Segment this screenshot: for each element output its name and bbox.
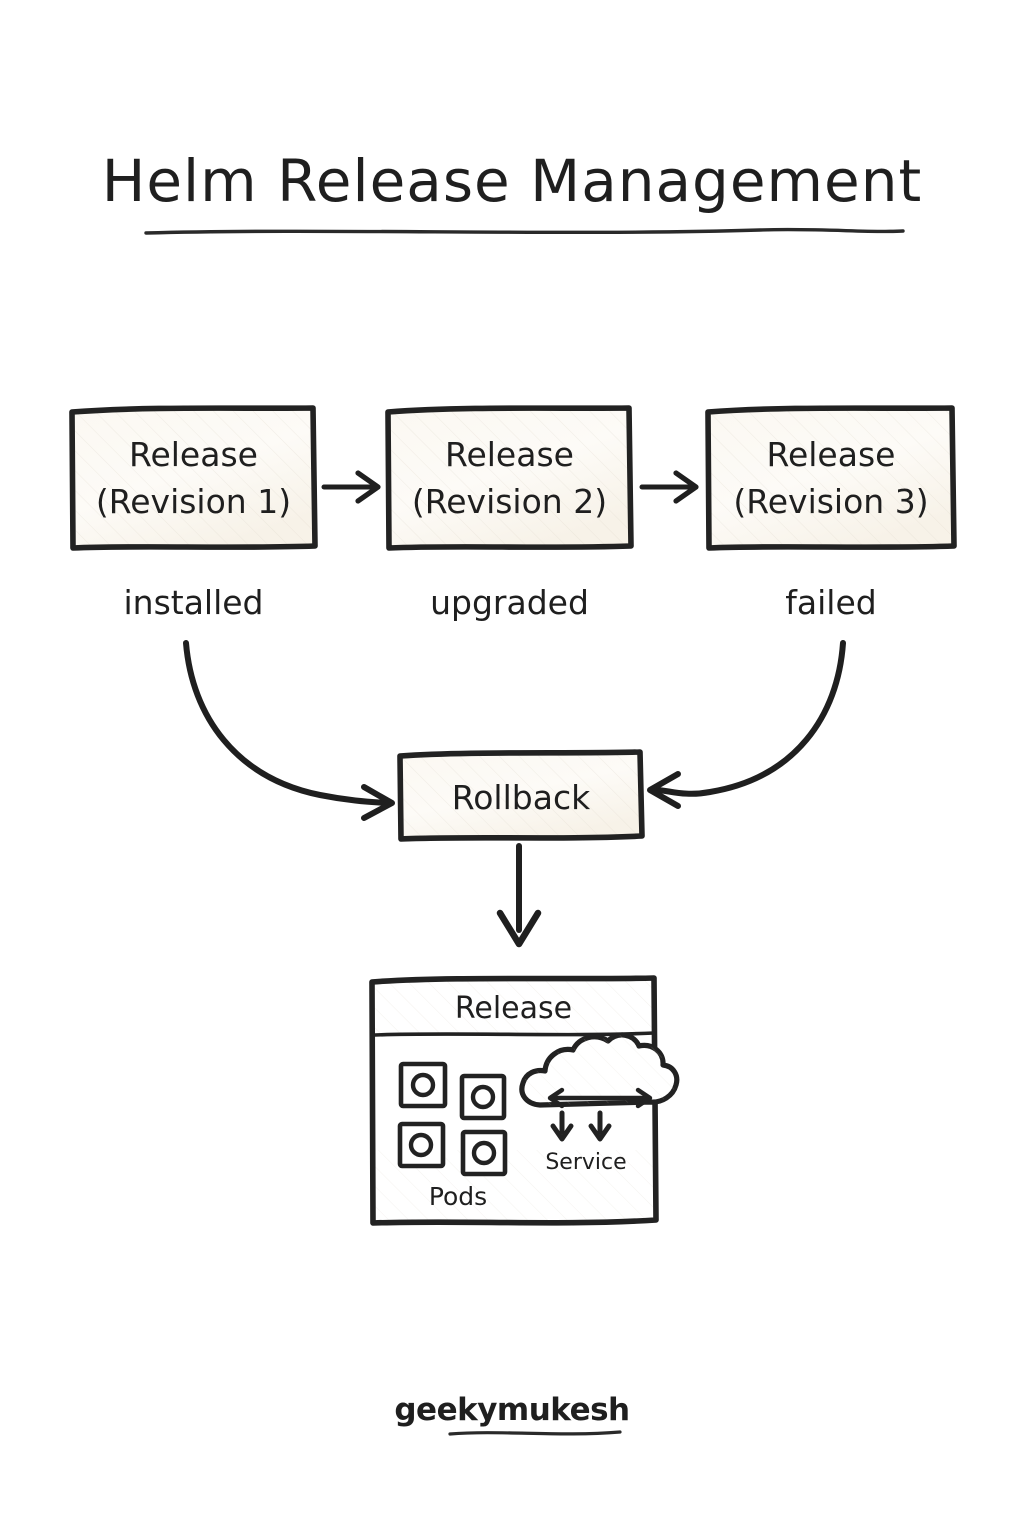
release-box-3-line1: Release [766,435,896,474]
release-box-1-line1: Release [129,435,258,474]
arrow-rollback-to-release-icon [496,843,542,948]
status-label-upgraded: upgraded [430,583,589,622]
arrow-installed-to-rollback-icon [183,640,395,821]
pod-icon-4 [460,1129,508,1177]
pods-label: Pods [428,1182,488,1211]
release-box-2-text: Release (Revision 2) [388,432,631,526]
release-detail-header: Release [454,991,573,1026]
cloud-icon [519,1032,680,1109]
pod-icon-3 [397,1121,446,1169]
release-header-divider [373,1031,656,1037]
rollback-label: Rollback [451,778,591,817]
arrow-rev1-to-rev2-icon [321,470,381,504]
release-box-1-line2: (Revision 1) [95,481,292,521]
status-label-failed: failed [785,583,877,622]
title-underline [144,227,905,235]
service-down-arrow-1-icon [550,1110,574,1142]
arrow-rev2-to-rev3-icon [639,470,699,504]
service-label: Service [545,1150,627,1175]
release-box-2-line1: Release [445,435,574,474]
footer-underline [448,1430,622,1436]
page-title: Helm Release Management [101,147,923,215]
status-label-installed: installed [123,583,264,622]
service-down-arrow-2-icon [588,1110,612,1142]
release-box-3-text: Release (Revision 3) [708,432,954,526]
arrow-failed-to-rollback-icon [647,640,846,809]
footer-signature: geekymukesh [394,1392,630,1428]
release-box-2-line2: (Revision 2) [411,481,608,521]
release-box-1-text: Release (Revision 1) [72,432,315,526]
pod-icon-2 [459,1073,507,1121]
pod-icon-1 [398,1061,448,1109]
release-box-3-line2: (Revision 3) [733,481,929,521]
